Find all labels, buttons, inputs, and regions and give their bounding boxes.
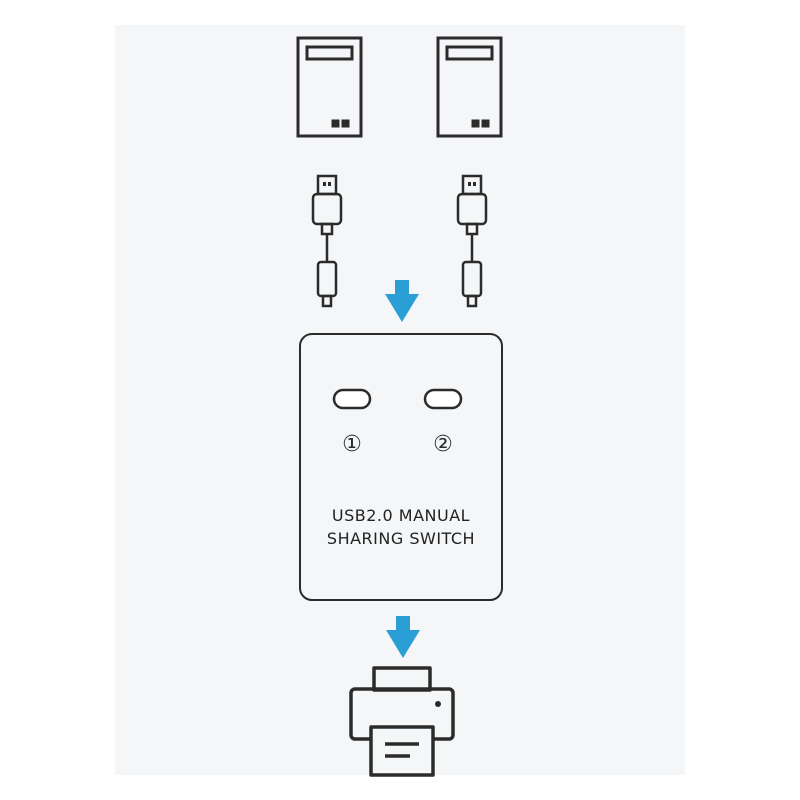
usb-cable-icon — [456, 174, 488, 308]
computer-tower-icon — [436, 36, 503, 138]
button-label-2: ② — [433, 432, 453, 457]
switch-title-line-2: SHARING SWITCH — [326, 529, 476, 548]
arrow-down-icon — [385, 280, 419, 322]
switch-title-line-1: USB2.0 MANUAL — [331, 506, 471, 525]
printer-icon — [349, 666, 455, 777]
arrow-down-icon — [386, 616, 420, 658]
computer-tower-icon — [296, 36, 363, 138]
switch-box — [299, 333, 503, 601]
usb-cable-icon — [311, 174, 343, 308]
switch-button-1[interactable] — [332, 388, 372, 410]
switch-button-2[interactable] — [423, 388, 463, 410]
button-label-1: ① — [342, 432, 362, 457]
